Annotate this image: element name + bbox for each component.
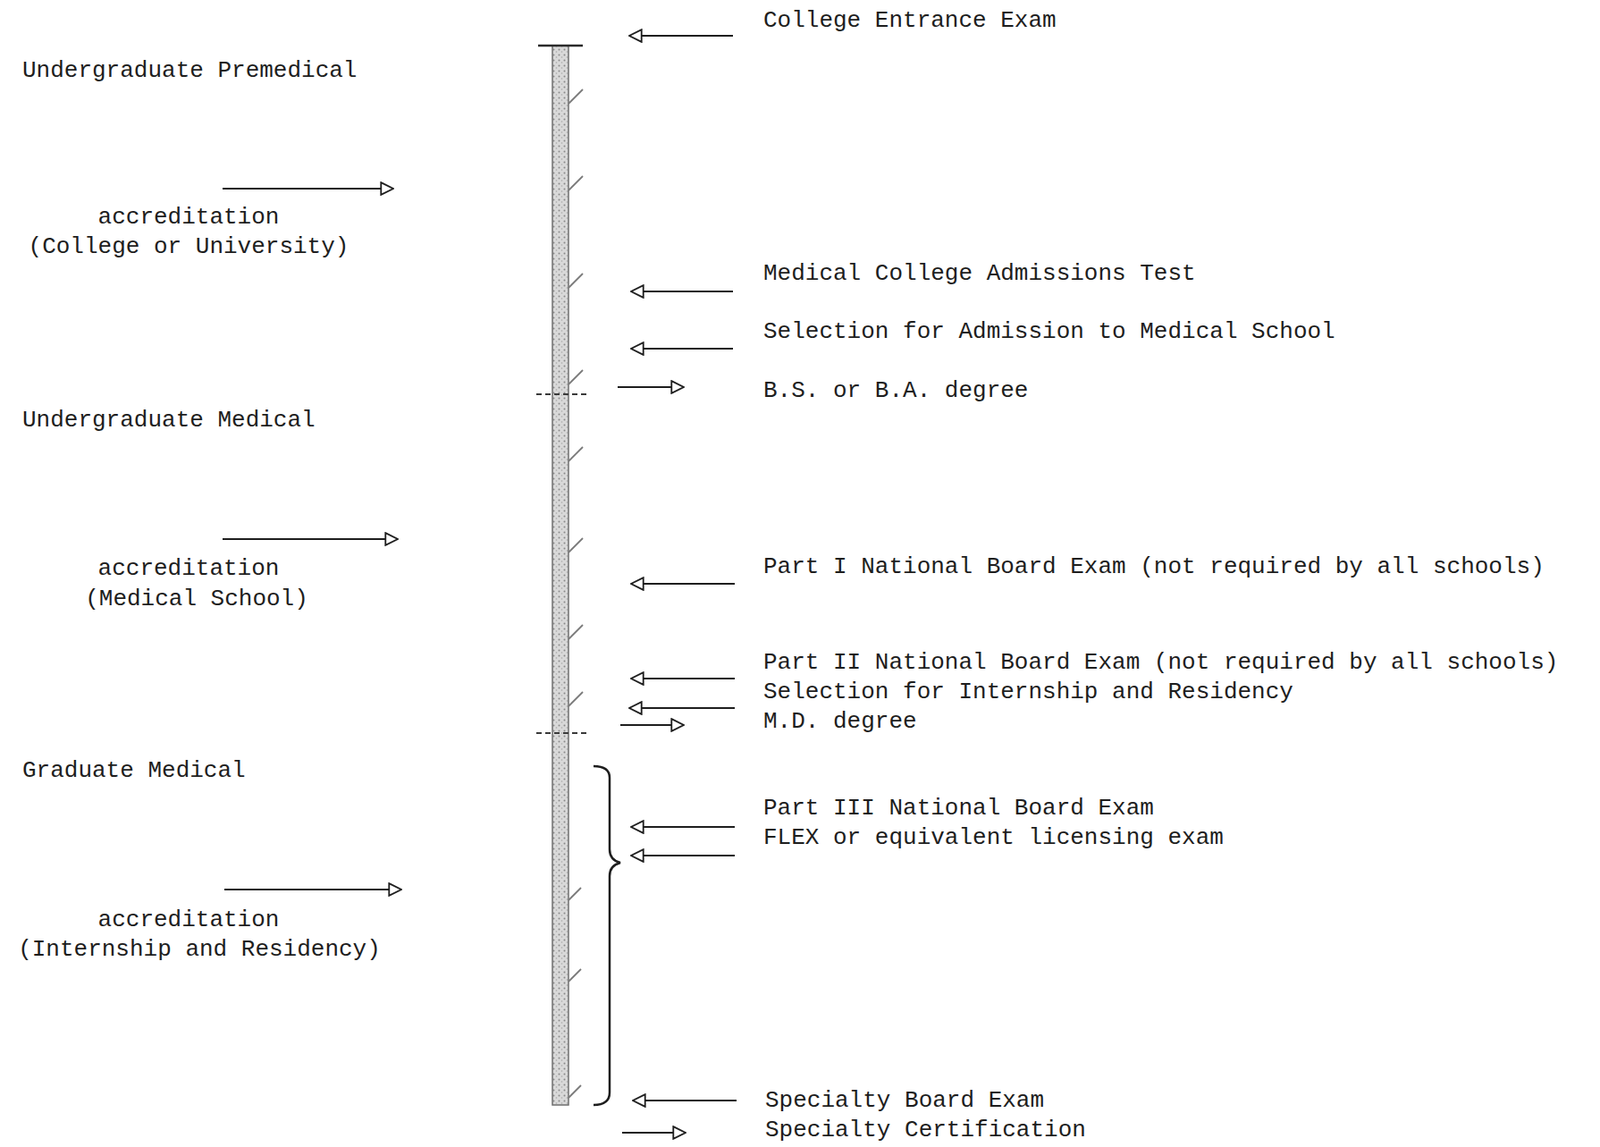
timeline-bar [552,45,569,1105]
event-label: Medical College Admissions Test [763,261,1196,287]
tick-mark [568,968,582,982]
stage-label: (College or University) [28,234,350,260]
stage-label: (Medical School) [84,586,309,612]
tick-mark [568,887,582,901]
event-arrow [629,34,733,37]
event-label: Selection for Internship and Residency [763,679,1294,705]
event-label: M.D. degree [763,708,918,734]
event-arrow [629,707,735,709]
period-brace [593,766,621,1105]
event-label: Specialty Board Exam [765,1087,1045,1113]
tick-mark [568,691,583,707]
input-arrow [222,538,398,540]
tick-mark [568,273,583,288]
stage-label: Undergraduate Premedical [22,58,357,84]
accreditation-arrows [222,188,402,890]
event-label: FLEX or equivalent licensing exam [763,825,1224,851]
outcome-arrow [617,386,684,388]
stage-label: Graduate Medical [22,757,246,784]
event-label: Specialty Certification [765,1117,1087,1143]
event-arrows [629,35,737,1101]
tick-mark [568,538,583,553]
event-label: B.S. or B.A. degree [763,378,1028,404]
event-label: Selection for Admission to Medical Schoo… [763,319,1336,345]
stage-divider [536,393,589,396]
tick-marks [568,89,583,1098]
event-arrow [631,825,735,828]
event-label: College Entrance Exam [763,8,1057,34]
tick-mark [568,370,583,385]
tick-mark [568,176,583,191]
outcome-arrow [620,724,684,726]
event-arrow [631,854,735,857]
tick-mark [568,624,583,640]
stage-label: accreditation [98,907,280,933]
input-arrow [222,187,394,190]
stage-label: accreditation [98,204,280,230]
event-arrow [632,1099,737,1102]
event-arrow [631,582,735,585]
outcome-arrow [622,1131,686,1134]
event-arrow [631,347,733,350]
event-label: Part III National Board Exam [763,795,1154,821]
tick-mark [568,1085,582,1098]
event-label: Part II National Board Exam (not require… [763,649,1558,675]
stage-label: (Internship and Residency) [17,936,381,962]
tick-mark [568,446,583,462]
stage-label: accreditation [98,555,280,582]
stage-label: Undergraduate Medical [22,407,316,433]
tick-mark [568,89,583,104]
outcome-arrows [617,387,686,1133]
input-arrow [224,888,402,891]
event-label: Part I National Board Exam (not required… [763,554,1545,580]
event-arrow [631,290,733,293]
timeline-cap [538,44,583,48]
event-arrow [631,677,735,680]
stage-divider [536,732,589,734]
